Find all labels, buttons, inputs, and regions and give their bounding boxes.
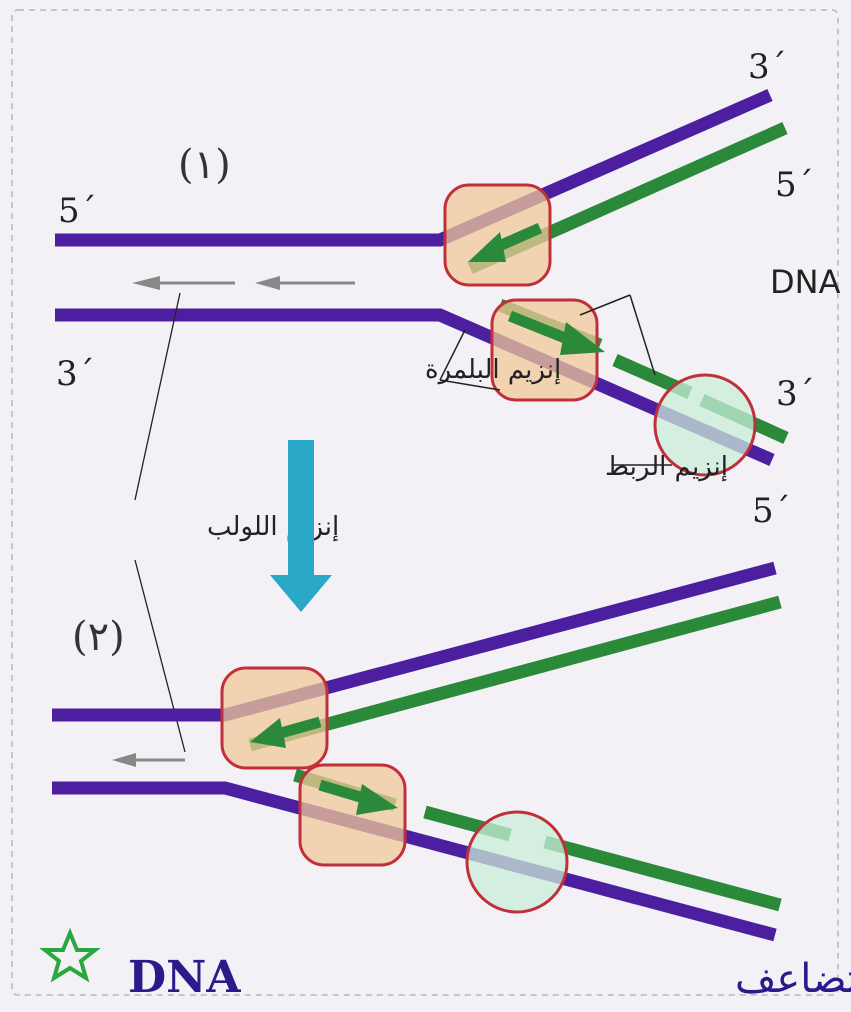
polymerase-pointer-b — [439, 379, 501, 391]
dna-fragments-label: قطع DNA — [770, 263, 851, 301]
polymerase-label: إنزيم البلمرة — [425, 355, 561, 385]
three-prime-label-top-right: 3´ — [748, 47, 787, 87]
caption-text: دور الإنزيمات فى تضاعف — [735, 956, 851, 1002]
synthesis-arrow-top-2 — [250, 716, 322, 748]
dna-fragments-pointer-a — [579, 294, 631, 316]
five-prime-label-left: 5´ — [58, 191, 97, 231]
synthesis-arrow-bottom-1 — [507, 310, 605, 355]
down-arrow-icon — [270, 440, 332, 612]
helicase-direction-arrow-1b — [255, 276, 355, 290]
three-prime-label-left: 3´ — [56, 354, 95, 394]
star-icon — [39, 927, 101, 983]
parental-strand-top-1 — [55, 89, 773, 247]
synthesis-arrow-top-1 — [468, 222, 543, 262]
step2-label: (٢) — [72, 614, 125, 660]
page-border — [11, 9, 839, 996]
lagging-fragment-2c — [543, 835, 782, 912]
parental-strand-bottom-2 — [52, 781, 777, 942]
helicase-direction-arrow-1a — [132, 276, 235, 290]
five-prime-label-mid-right: 5´ — [752, 491, 791, 531]
polymerase-enzyme-bottom-2 — [298, 763, 407, 867]
step1-label: (١) — [178, 142, 231, 188]
ligase-label: إنزيم الربط — [605, 452, 728, 482]
dna-fragments-pointer-b — [629, 294, 656, 376]
five-prime-label-top-right: 5´ — [775, 165, 814, 205]
helicase-pointer-up — [134, 292, 181, 501]
polymerase-enzyme-top-2 — [220, 666, 329, 770]
helicase-direction-arrow-2 — [112, 753, 185, 767]
three-prime-label-mid-right: 3´ — [776, 374, 815, 414]
synthesis-arrow-bottom-2 — [318, 779, 398, 815]
ligase-enzyme-1 — [653, 373, 757, 477]
parental-strand-top-2 — [52, 561, 777, 722]
leading-strand-2 — [248, 595, 782, 752]
caption-dna: DNA — [128, 952, 241, 1003]
helicase-label: إنزيم اللولب — [207, 512, 339, 542]
helicase-pointer-down — [134, 559, 186, 753]
polymerase-pointer-a — [439, 329, 466, 381]
ligase-enzyme-2 — [465, 810, 569, 914]
